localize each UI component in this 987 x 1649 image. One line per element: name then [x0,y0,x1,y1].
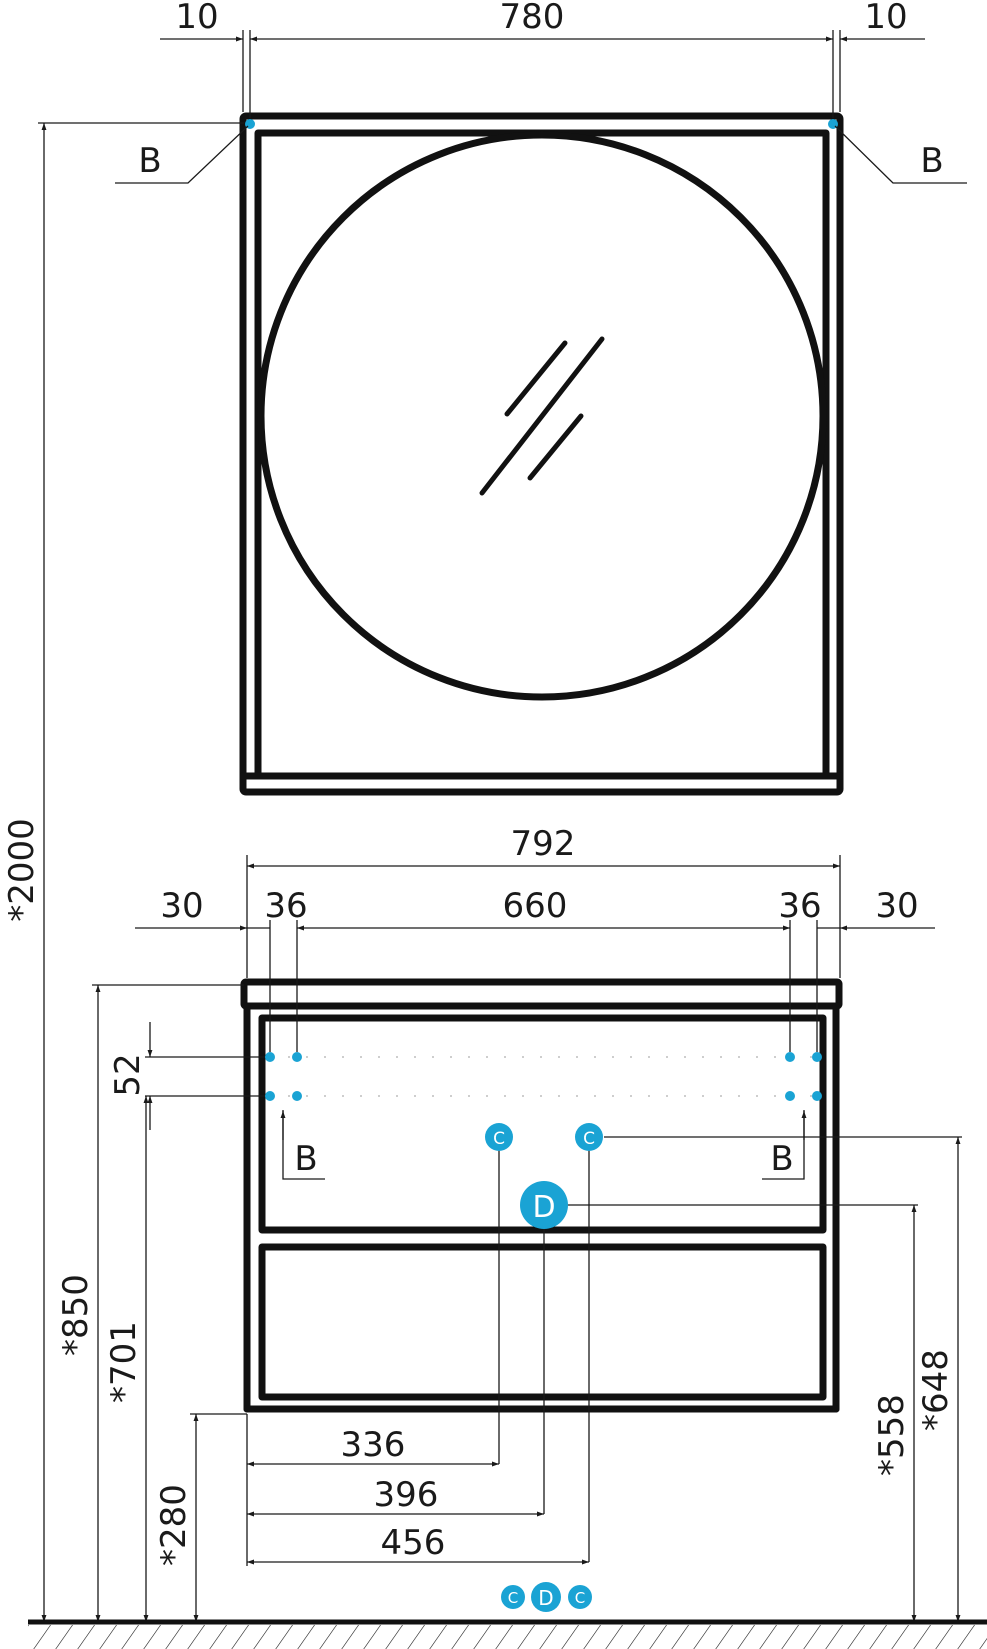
dim-height-holes: *701 [104,1321,144,1403]
cabinet-countertop [240,978,843,1010]
dim-outlet-d-x: 396 [374,1475,439,1515]
mount-hole-marker [292,1052,302,1062]
mirror-outer-frame [239,112,844,796]
mount-hole-marker [265,1091,275,1101]
cabinet-upper-drawer [258,1014,827,1234]
mirror-width-dimensions: 10 780 10 [160,0,925,118]
floor-outlet-markers: C D C [501,1582,592,1612]
outlet-c-left-marker [485,1123,513,1151]
mirror [239,112,844,796]
dim-mirror-width: 780 [500,0,565,37]
mount-hole-marker [812,1052,822,1062]
callout-b-cabinet-right: B [770,1139,793,1179]
dim-cabinet-hole-spacing: 660 [503,886,568,926]
outlet-height-dimensions: *558 *648 [872,1137,961,1622]
outlet-horizontal-dimensions: 336 396 456 [246,1414,589,1566]
mirror-inner-frame [254,129,830,780]
dim-mirror-left-gap: 10 [175,0,218,37]
dim-total-height: *2000 [2,818,42,922]
floor-hatching [28,1625,987,1649]
mount-hole-marker [785,1091,795,1101]
outlet-d-label: D [532,1190,555,1225]
outlet-d-marker [520,1181,568,1229]
floor-marker-c-right-label: C [575,1589,585,1607]
mount-hole-marker [265,1052,275,1062]
dim-outlet-c-right-x: 456 [381,1523,446,1563]
dim-outlet-c-height: *648 [916,1349,956,1431]
dim-cabinet-right-offset: 30 [875,886,918,926]
hole-vertical-dimension: 52 [108,1022,265,1130]
glass-reflection-mark [479,336,605,496]
mirror-glass [257,131,827,701]
outlet-c-right-marker [575,1123,603,1151]
outlets: C C D [485,1123,962,1562]
outlet-c-left-label: C [493,1129,505,1149]
callout-b-right: B [920,141,943,181]
glass-reflection-mark [504,340,568,417]
mount-hole-marker [785,1052,795,1062]
cabinet-callouts: B B [280,1110,807,1180]
mount-hole-marker [292,1091,302,1101]
dim-height-bottom: *280 [154,1484,194,1566]
outlet-c-right-label: C [583,1129,595,1149]
floor [28,1619,987,1649]
height-dimensions-left: *2000 *850 *701 *280 [2,122,247,1622]
cabinet [240,978,843,1413]
cabinet-width-dimensions: 792 30 36 660 36 30 [135,824,935,1052]
dim-outlet-d-height: *558 [872,1394,912,1476]
dim-height-top: *850 [56,1274,96,1356]
floor-marker-c-right [568,1585,592,1609]
mirror-callouts: B B [115,125,967,184]
floor-marker-c-left [501,1585,525,1609]
dim-hole-vertical: 52 [108,1053,148,1096]
dim-outlet-c-left-x: 336 [341,1425,406,1465]
dim-cabinet-left-inset: 36 [264,886,307,926]
glass-reflection-mark [527,413,584,481]
floor-marker-c-left-label: C [508,1589,518,1607]
floor-marker-d-label: D [538,1586,553,1610]
dim-cabinet-left-offset: 30 [160,886,203,926]
callout-b-cabinet-left: B [294,1139,317,1179]
floor-marker-d [531,1582,561,1612]
mount-hole-marker [812,1091,822,1101]
callout-b-left: B [138,141,161,181]
dim-cabinet-total-width: 792 [511,824,576,864]
cabinet-lower-drawer [258,1243,827,1401]
dim-mirror-right-gap: 10 [864,0,907,37]
dim-cabinet-right-inset: 36 [778,886,821,926]
